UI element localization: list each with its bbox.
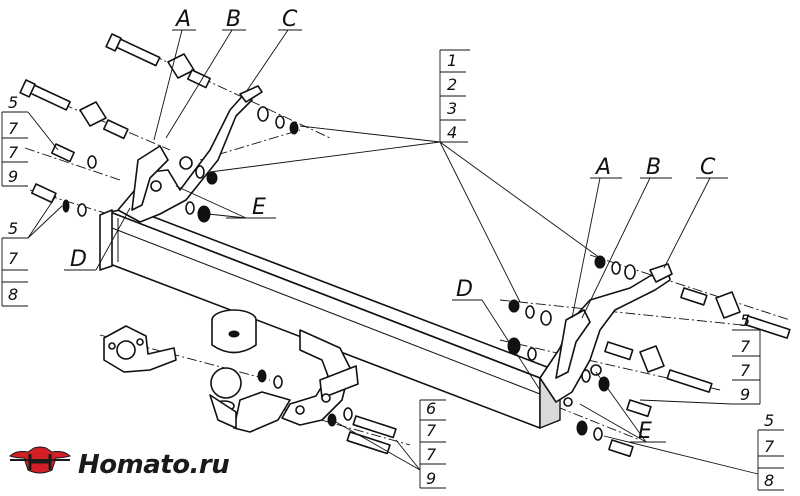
callout-left-b: B <box>226 7 241 32</box>
callout-left-upper-2: 7 <box>8 119 19 138</box>
cross-beam <box>99 207 561 430</box>
callout-right-c: C <box>700 155 716 180</box>
callout-left-upper-1: 5 <box>8 93 18 112</box>
callout-bottom-1: 6 <box>426 399 436 418</box>
tow-hook <box>209 329 359 433</box>
callout-left-upper-4: 9 <box>8 167 18 186</box>
callout-right-lower-3: 8 <box>764 471 774 490</box>
callout-top-1: 1 <box>447 51 457 70</box>
callout-right-a: A <box>594 155 611 180</box>
callout-right-b: B <box>646 155 661 180</box>
callout-right-upper-2: 7 <box>740 337 751 356</box>
callout-bottom-4: 9 <box>426 469 436 488</box>
logo-emblem-icon <box>9 446 71 474</box>
callout-left-a: A <box>174 7 191 32</box>
left-bracket <box>117 85 263 223</box>
callout-right-upper-3: 7 <box>740 361 751 380</box>
callout-top-3: 3 <box>447 99 457 118</box>
logo: Homato.ru <box>9 446 230 480</box>
callout-left-d: D <box>70 247 87 272</box>
bottom-fasteners <box>257 369 397 455</box>
callout-right-lower-2: 7 <box>764 437 775 456</box>
right-bracket <box>539 263 673 407</box>
callout-left-lower-3: 8 <box>8 285 18 304</box>
callout-top-2: 2 <box>447 75 457 94</box>
callout-left-e: E <box>252 195 266 220</box>
callout-right-upper-4: 9 <box>740 385 750 404</box>
callout-right-d: D <box>456 277 473 302</box>
left-fasteners <box>19 33 299 223</box>
ball-cap <box>211 309 257 354</box>
callout-bottom-3: 7 <box>426 445 437 464</box>
callout-bottom-2: 7 <box>426 421 437 440</box>
callout-left-lower-2: 7 <box>8 249 19 268</box>
callout-right-upper-1: 5 <box>740 311 750 330</box>
socket-bracket <box>103 325 177 373</box>
callout-left-lower-1: 5 <box>8 219 18 238</box>
callout-labels: A B C 1 2 3 4 5 7 7 9 5 7 8 D E A B C D … <box>2 7 784 490</box>
right-fasteners <box>507 255 791 458</box>
callout-top-4: 4 <box>447 123 457 142</box>
callout-right-lower-1: 5 <box>764 411 774 430</box>
callout-left-c: C <box>282 7 298 32</box>
callout-right-e: E <box>638 419 652 444</box>
callout-left-upper-3: 7 <box>8 143 19 162</box>
logo-text: Homato.ru <box>78 450 229 480</box>
